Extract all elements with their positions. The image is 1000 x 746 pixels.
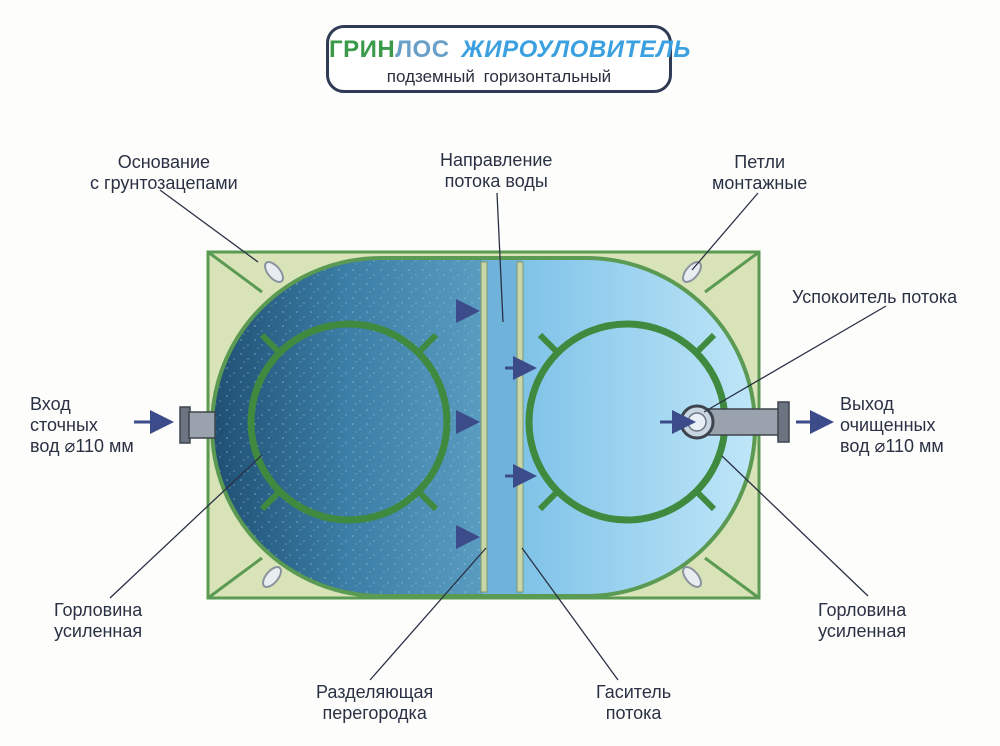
title-box: ГРИНЛОС ЖИРОУЛОВИТЕЛЬ подземный горизонта…: [326, 25, 690, 93]
leader-lines: [109, 189, 887, 681]
label-mounting-loops: Петли монтажные: [712, 152, 808, 193]
label-base: Основание с грунтозацепами: [90, 152, 238, 193]
brand-name-part1: ГРИН: [329, 36, 396, 63]
separating-partition: [480, 261, 488, 593]
title-line: ГРИНЛОС ЖИРОУЛОВИТЕЛЬ: [329, 36, 690, 64]
mounting-loop-icons: [262, 261, 702, 588]
corner-ribs: [207, 250, 760, 600]
arrow-icon: [134, 299, 834, 549]
pipe-icon-inlet: [179, 406, 216, 444]
label-flow-direction: Направление потока воды: [440, 150, 553, 191]
subtitle: подземный горизонтальный: [386, 67, 612, 86]
label-neck-left: Горловина усиленная: [54, 600, 143, 641]
label-inlet: Вход сточных вод ⌀110 мм: [30, 394, 134, 456]
label-outlet: Выход очищенных вод ⌀110 мм: [840, 394, 944, 456]
brand-name-part2: ЛОС: [395, 36, 450, 63]
flow-damper-plate: [516, 261, 524, 593]
label-neck-right: Горловина усиленная: [818, 600, 907, 641]
neck-left: [247, 320, 451, 524]
label-flow-calmer: Успокоитель потока: [792, 287, 958, 307]
pipe-icon-outlet: [679, 401, 790, 443]
label-partition: Разделяющая перегородка: [316, 682, 434, 723]
product-name: ЖИРОУЛОВИТЕЛЬ: [461, 36, 691, 63]
label-flow-damper: Гаситель потока: [596, 682, 672, 723]
